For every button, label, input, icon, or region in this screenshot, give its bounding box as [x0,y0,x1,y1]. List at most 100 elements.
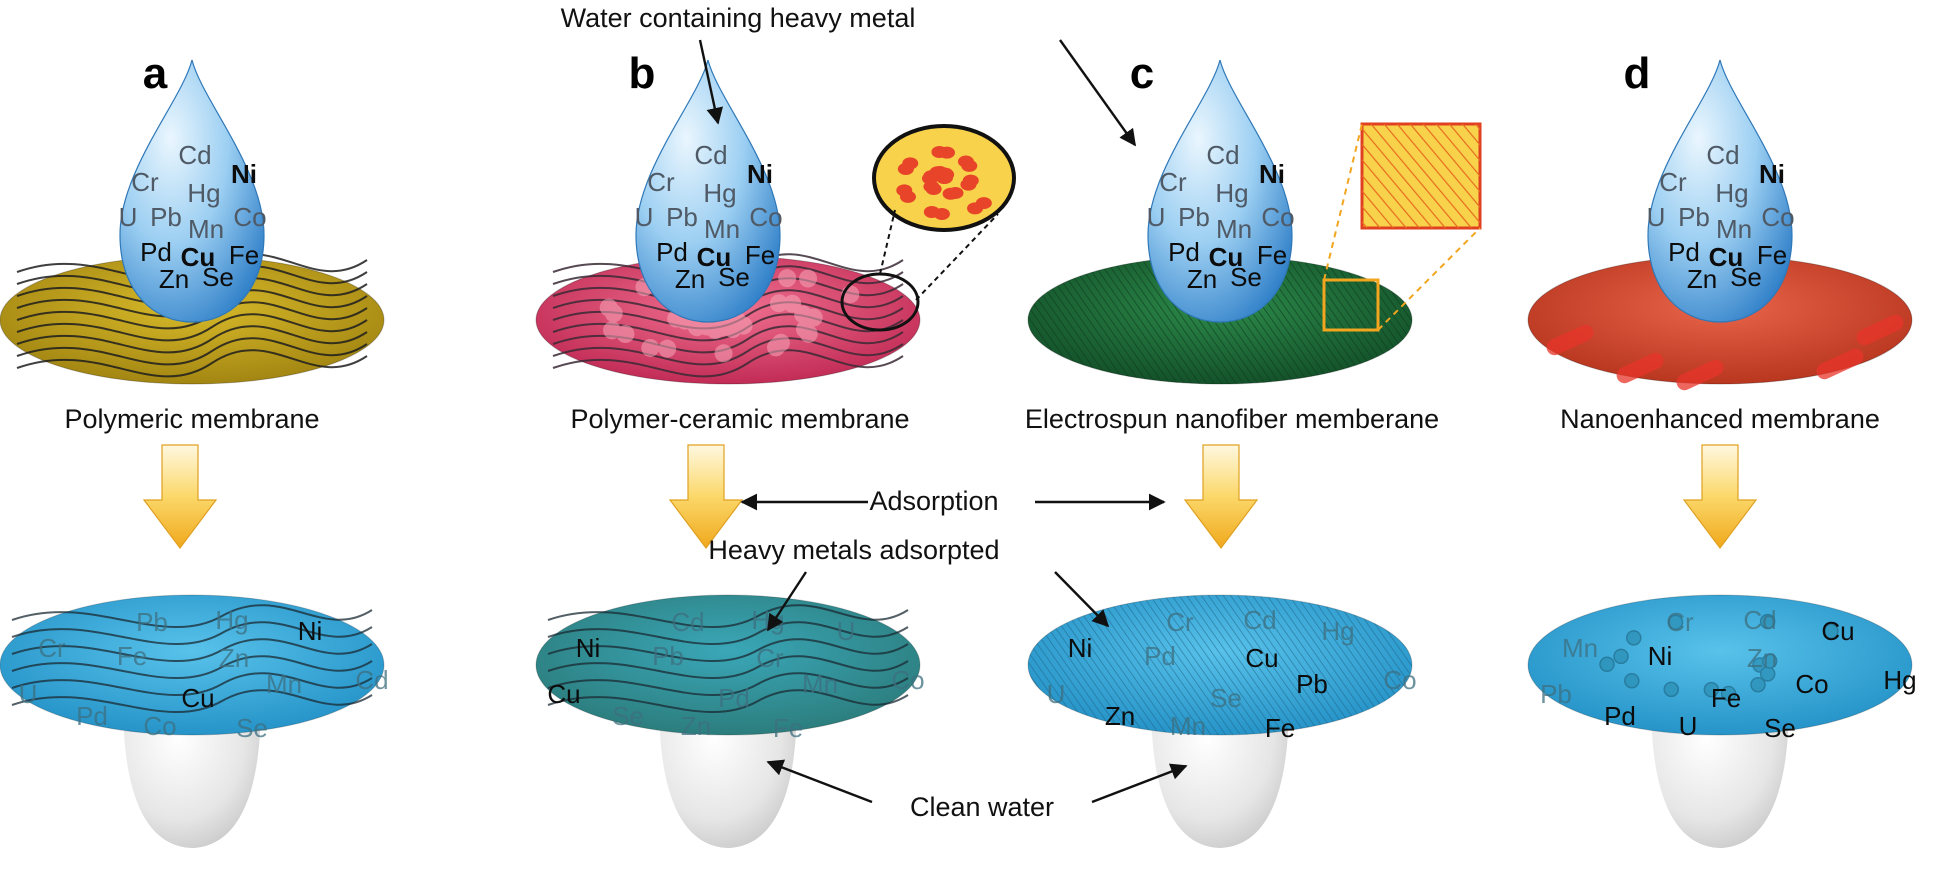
nano-node [1761,653,1778,669]
water-arrow-c [1059,39,1136,147]
adsorbed-fiber [11,672,373,697]
nano-node [1750,676,1766,693]
adsorbed-metal-cr: Cr [1666,607,1694,637]
drop-metal-cu: Cu [181,242,216,272]
drop-metal-pd: Pd [1168,237,1200,267]
heavy-metals-adsorpted-label: Heavy metals adsorpted [708,535,999,565]
adsorbed-metal-u: U [1047,679,1066,709]
drop-metal-cd: Cd [178,140,211,170]
fiber-strand [16,337,368,366]
drop-metal-fe: Fe [1757,240,1787,270]
ceramic-particle [641,338,660,357]
drop-metal-cr: Cr [131,167,159,197]
zoom-particle [962,174,979,187]
nano-rod [1676,359,1724,391]
drop-metal-u: U [635,202,654,232]
drop-metal-u: U [1147,202,1166,232]
fiber-strand [16,325,368,354]
nano-network [1599,613,1839,702]
adsorbed-metal-pd: Pd [718,683,750,713]
panel-letter-b: b [629,49,656,98]
adsorbed-metal-cr: Cr [756,643,784,673]
adsorbed-metal-co: Co [1383,665,1416,695]
adsorbed-metal-pb: Pb [652,641,684,671]
adsorbed-fiber [547,689,909,714]
membrane-label-c: Electrospun nanofiber memberane [1025,404,1439,434]
adsorbed-fibers-a [11,604,373,714]
adsorbed-metal-pb: Pb [136,607,168,637]
ceramic-particle [804,308,823,327]
drop-metal-co: Co [1761,202,1794,232]
adsorbed-metal-pb: Pb [1296,669,1328,699]
zoom-source-square [1322,278,1380,332]
panel-letter-c: c [1130,49,1154,98]
ceramic-particle [714,344,733,363]
ceramic-particle [799,324,818,343]
adsorbed-metal-cu: Cu [1821,616,1854,646]
fiber-strand [16,313,368,342]
adsorbed-metal-mn: Mn [1562,633,1598,663]
nanomaterial-rods [1546,314,1904,391]
water-containing-heavy-metal-label: Water containing heavy metal [561,3,916,33]
nano-node [1720,685,1737,702]
adsorbed-metal-ni: Ni [576,633,601,663]
adsorbed-metal-mn: Mn [266,669,302,699]
nano-node [1663,681,1679,698]
adsorbed-metal-cd: Cd [1743,605,1776,635]
adsorbed-metal-zn: Zn [681,711,711,741]
adsorbed-fiber [11,689,373,714]
adsorbed-metal-co: Co [143,711,176,741]
adsorbed-arrow-b [766,571,808,632]
ceramic-particle [599,298,618,317]
nano-node [1626,630,1642,646]
drop-metal-ni: Ni [1759,159,1785,189]
zoom-inset-particles [896,145,992,220]
down-arrow-icon [142,444,218,549]
adsorbed-metal-cr: Cr [38,633,66,663]
drop-metal-ni: Ni [231,159,257,189]
drop-metal-se: Se [1230,262,1262,292]
ceramic-particle [767,338,785,357]
drop-metal-cr: Cr [1159,167,1187,197]
ceramic-particle [734,316,753,335]
adsorbed-metal-hg: Hg [215,605,248,635]
nano-node [1823,623,1839,639]
adsorbed-metal-fe: Fe [773,713,803,743]
adsorbed-metal-hg: Hg [1883,665,1916,695]
zoom-particle [931,145,948,158]
adsorbed-fiber [547,672,909,697]
drop-metal-cd: Cd [694,140,727,170]
drop-metal-hg: Hg [187,178,220,208]
adsorbed-metal-pd: Pd [1604,701,1636,731]
adsorbed-fiber [547,638,909,663]
zoom-connector [879,209,896,275]
ceramic-particle [799,269,818,288]
adsorbed-metal-mn: Mn [1170,711,1206,741]
adsorbed-metal-pd: Pd [1144,641,1176,671]
clean-arrow-c [1091,763,1188,804]
adsorbed-fiber [11,621,373,646]
adsorbed-metal-pd: Pd [76,701,108,731]
drop-metal-cr: Cr [1659,167,1687,197]
adsorbed-metal-ni: Ni [298,616,323,646]
ceramic-particle [783,294,802,313]
adsorbed-metal-fe: Fe [117,641,147,671]
zoom-connector [1323,123,1363,281]
adsorbed-metal-pb: Pb [1540,679,1572,709]
adsorbed-metal-zn: Zn [1747,643,1777,673]
fiber-strand [552,337,904,366]
adsorbed-metal-cd: Cd [671,607,704,637]
nano-node [1759,613,1776,630]
zoom-particle [899,190,916,203]
zoom-particle [937,167,954,180]
membrane-label-a: Polymeric membrane [64,404,319,434]
